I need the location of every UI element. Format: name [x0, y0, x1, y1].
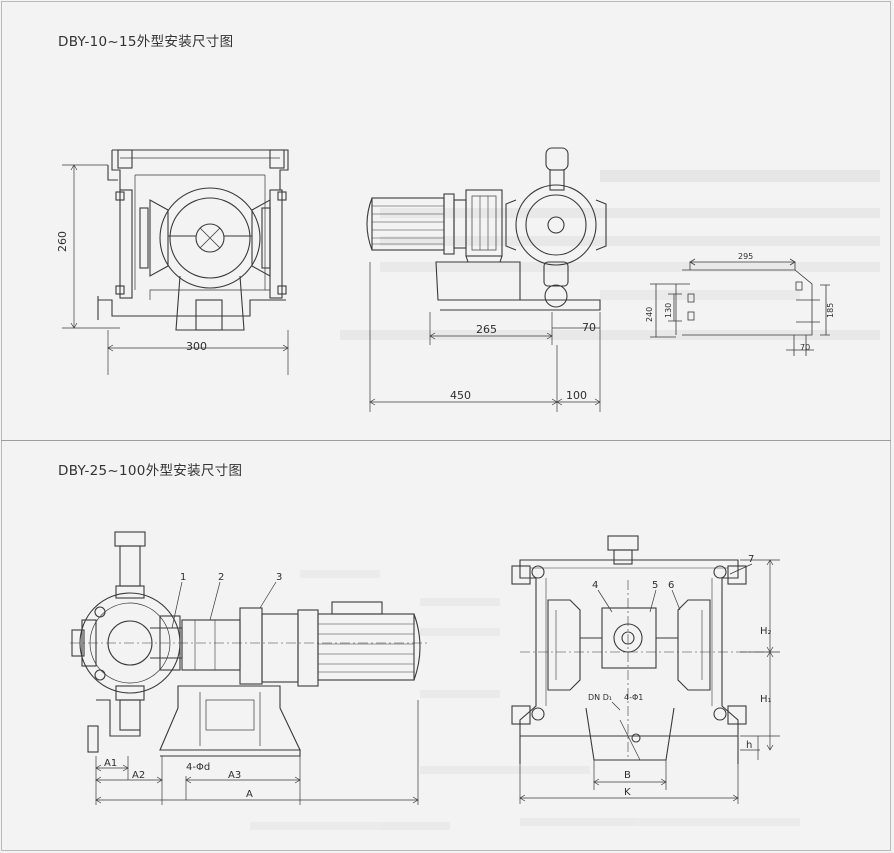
bottom-front-view	[511, 535, 747, 764]
callout-7: 7	[748, 554, 754, 565]
top-base-detail	[650, 258, 830, 356]
dim-70-base: 70	[800, 343, 810, 352]
bleed-through-text	[250, 170, 880, 830]
dim-B: B	[624, 770, 631, 781]
bottom-side-dimensions	[95, 700, 419, 805]
callout-2: 2	[218, 572, 224, 583]
callout-3: 3	[276, 572, 282, 583]
dim-300: 300	[186, 340, 207, 353]
bottom-front-leaders	[597, 563, 753, 711]
bolt-label-4-phi-d: 4-Φd	[186, 762, 210, 773]
section-divider	[1, 440, 891, 441]
dim-265: 265	[476, 323, 497, 336]
dim-A: A	[246, 789, 253, 800]
dim-260: 260	[56, 231, 69, 252]
callout-4: 4	[592, 580, 598, 591]
callout-6: 6	[668, 580, 674, 591]
top-motor-dimensions	[369, 262, 601, 412]
dn-d1-label: DN D₁	[588, 693, 612, 702]
bottom-front-dimensions	[519, 559, 780, 804]
title-dby-10-15: DBY-10~15外型安装尺寸图	[58, 34, 234, 50]
top-motor-pump-side-view	[366, 147, 607, 311]
dim-A3: A3	[228, 770, 241, 781]
dim-K: K	[624, 787, 631, 798]
callout-1: 1	[180, 572, 186, 583]
top-pump-front-view	[97, 149, 289, 331]
dim-H2: H₂	[760, 626, 772, 637]
dim-h: h	[746, 740, 752, 751]
dim-H1: H₁	[760, 694, 772, 705]
dim-295: 295	[738, 252, 753, 261]
top-pump-dimensions	[62, 164, 289, 375]
dim-A2: A2	[132, 770, 145, 781]
dim-450: 450	[450, 389, 471, 402]
title-dby-25-100: DBY-25~100外型安装尺寸图	[58, 463, 243, 479]
dim-240: 240	[645, 307, 654, 322]
dim-70-motor: 70	[582, 321, 596, 334]
callout-5: 5	[652, 580, 658, 591]
dim-A1: A1	[104, 758, 117, 769]
dim-185: 185	[826, 303, 835, 318]
bolt-label-4-phi-1: 4-Φ1	[624, 693, 643, 702]
bottom-front-centerlines	[520, 580, 770, 760]
dim-130: 130	[664, 303, 673, 318]
dim-100: 100	[566, 389, 587, 402]
